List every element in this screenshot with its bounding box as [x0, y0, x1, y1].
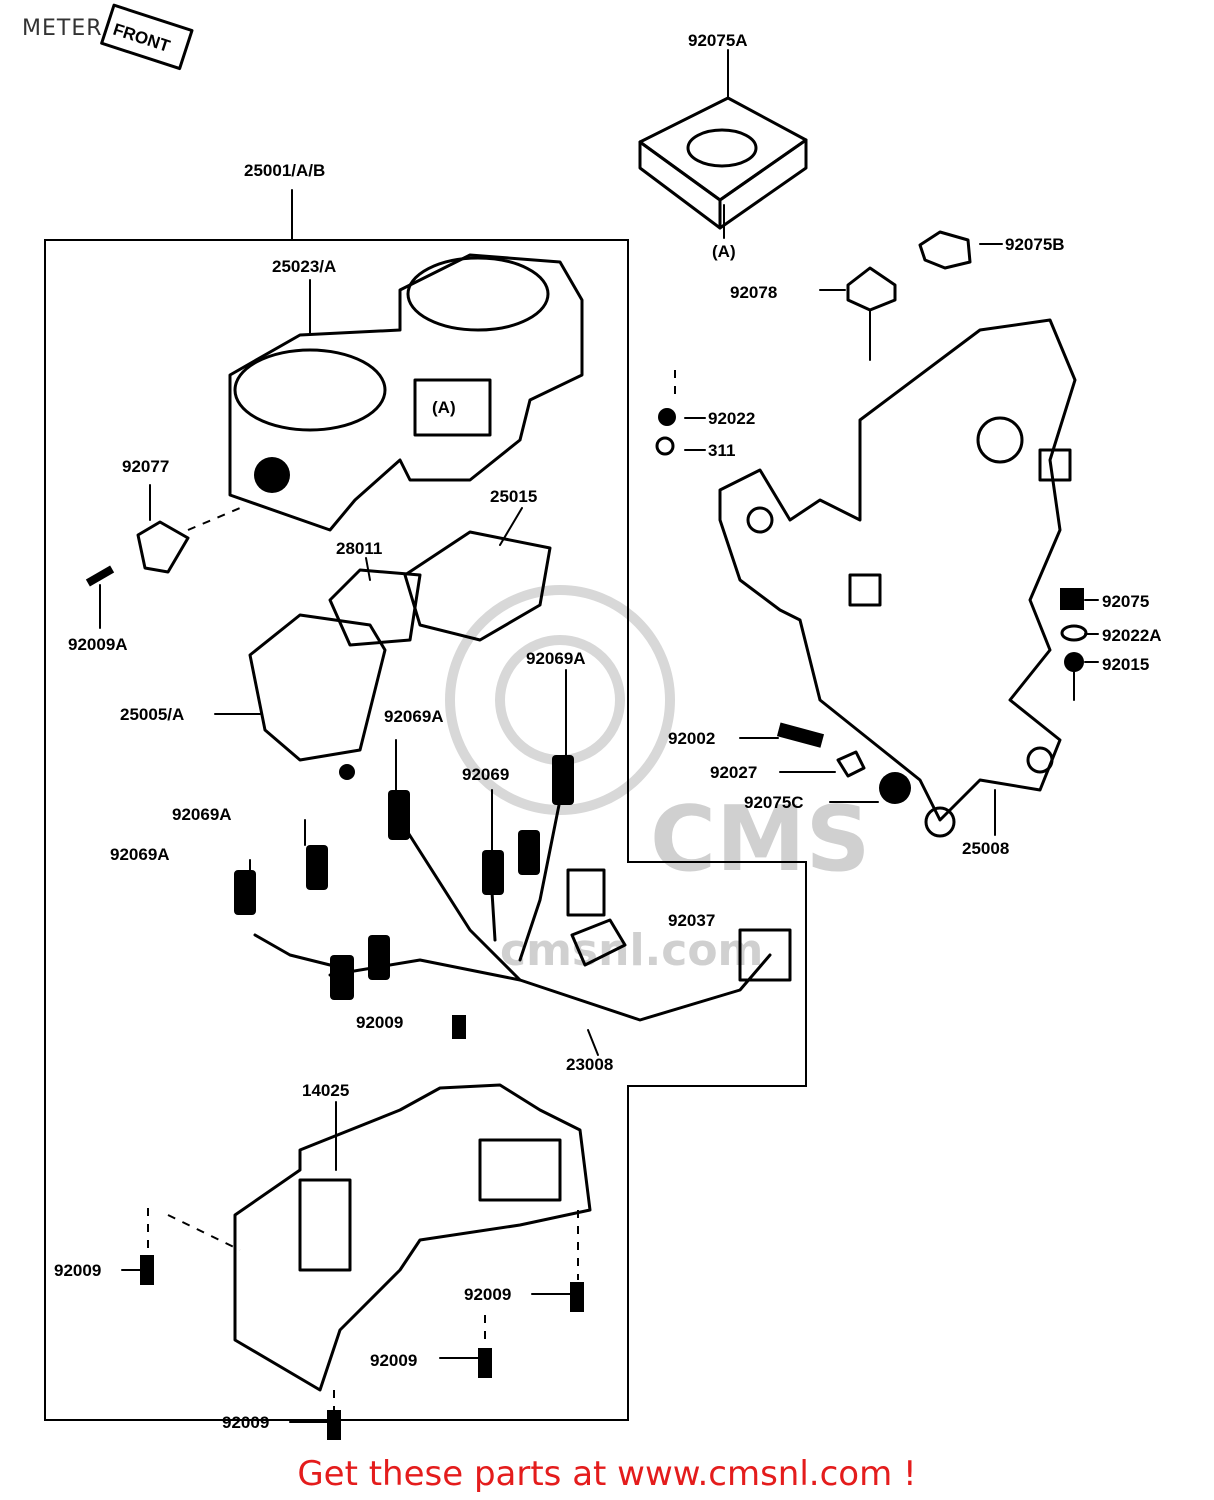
label-14025: 14025 — [302, 1081, 349, 1100]
label-92009-mid: 92009 — [356, 1013, 403, 1032]
meter-base-14025 — [121, 1083, 592, 1440]
label-92069A-2: 92069A — [384, 707, 444, 726]
label-25015: 25015 — [490, 487, 537, 506]
assembly-boundary — [44, 239, 807, 1421]
label-25001: 25001/A/B — [244, 161, 325, 180]
label-92069A-3: 92069A — [172, 805, 232, 824]
label-92009-4: 92009 — [222, 1413, 269, 1432]
label-92077: 92077 — [122, 457, 169, 476]
label-25005: 25005/A — [120, 705, 184, 724]
label-92075C: 92075C — [744, 793, 804, 812]
label-92078: 92078 — [730, 283, 777, 302]
label-92027: 92027 — [710, 763, 757, 782]
label-A-housing: (A) — [432, 398, 456, 417]
label-92002: 92002 — [668, 729, 715, 748]
meter-internals — [214, 507, 552, 780]
meter-pad-92075A — [638, 49, 808, 239]
label-92009-1: 92009 — [54, 1261, 101, 1280]
label-92009-3: 92009 — [370, 1351, 417, 1370]
label-92015: 92015 — [1102, 655, 1149, 674]
front-badge: FRONT — [100, 3, 194, 71]
label-25023: 25023/A — [272, 257, 336, 276]
label-92022A: 92022A — [1102, 626, 1162, 645]
label-92069: 92069 — [462, 765, 509, 784]
label-92022: 92022 — [708, 409, 755, 428]
meter-housing-25001 — [228, 189, 584, 532]
label-92009A: 92009A — [68, 635, 128, 654]
label-92037: 92037 — [668, 911, 715, 930]
label-92075: 92075 — [1102, 592, 1149, 611]
label-92009-2: 92009 — [464, 1285, 511, 1304]
label-25008: 25008 — [962, 839, 1009, 858]
bracket-hardware — [655, 230, 1099, 836]
watermark-brand: CMS — [650, 787, 870, 892]
part-labels: 92075A (A) 92075B 92078 92022 311 25001/… — [54, 31, 1162, 1432]
label-92075A: 92075A — [688, 31, 748, 50]
watermark-site: cmsnl.com — [500, 925, 763, 976]
label-92069A-4: 92069A — [110, 845, 170, 864]
label-92069A-1: 92069A — [526, 649, 586, 668]
label-311: 311 — [708, 441, 735, 460]
wiring-harness-23008 — [234, 669, 792, 1056]
label-92075B: 92075B — [1005, 235, 1065, 254]
label-A-pad: (A) — [712, 242, 736, 261]
meter-bracket-25008 — [718, 318, 1077, 838]
label-28011: 28011 — [336, 539, 382, 558]
page-title: METER — [22, 16, 103, 41]
label-23008: 23008 — [566, 1055, 613, 1074]
promo-link[interactable]: Get these parts at www.cmsnl.com ! — [297, 1454, 917, 1494]
bulb-socket-92077 — [85, 484, 241, 629]
